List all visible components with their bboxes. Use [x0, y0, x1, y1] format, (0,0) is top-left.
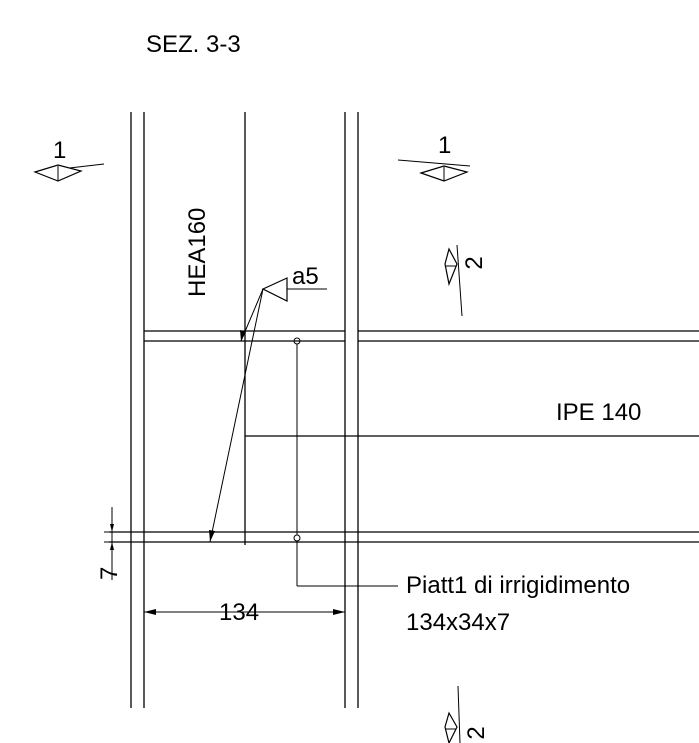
section-mark-2-bottom: 2 [444, 685, 490, 743]
plate-label-line2: 134x34x7 [406, 609, 510, 636]
section-mark-1-left: 1 [33, 137, 105, 182]
section-mark-2-bottom-label: 2 [463, 726, 490, 739]
section-mark-1-right-label: 1 [438, 132, 451, 159]
dimension-width-label: 134 [219, 599, 259, 626]
dimension-thickness-label: 7 [96, 567, 123, 580]
section-mark-1-left-label: 1 [53, 137, 66, 164]
dimension-width: 134 [144, 599, 345, 626]
plate-label-line1: Piatt1 di irrigidimento [406, 572, 630, 599]
beam-ipe140 [109, 330, 699, 543]
dimension-thickness: 7 [96, 507, 123, 580]
plate-leader [293, 337, 398, 587]
column-hea160 [130, 112, 359, 708]
beam-profile-label: IPE 140 [556, 399, 641, 426]
section-mark-2-top: 2 [444, 244, 488, 317]
drawing-title: SEZ. 3-3 [146, 31, 241, 58]
weld-symbol-label: a5 [292, 263, 319, 290]
weld-callout: a5 [209, 263, 327, 543]
column-profile-label: HEA160 [184, 208, 211, 297]
section-mark-2-top-label: 2 [461, 256, 488, 269]
section-mark-1-right: 1 [397, 132, 471, 182]
